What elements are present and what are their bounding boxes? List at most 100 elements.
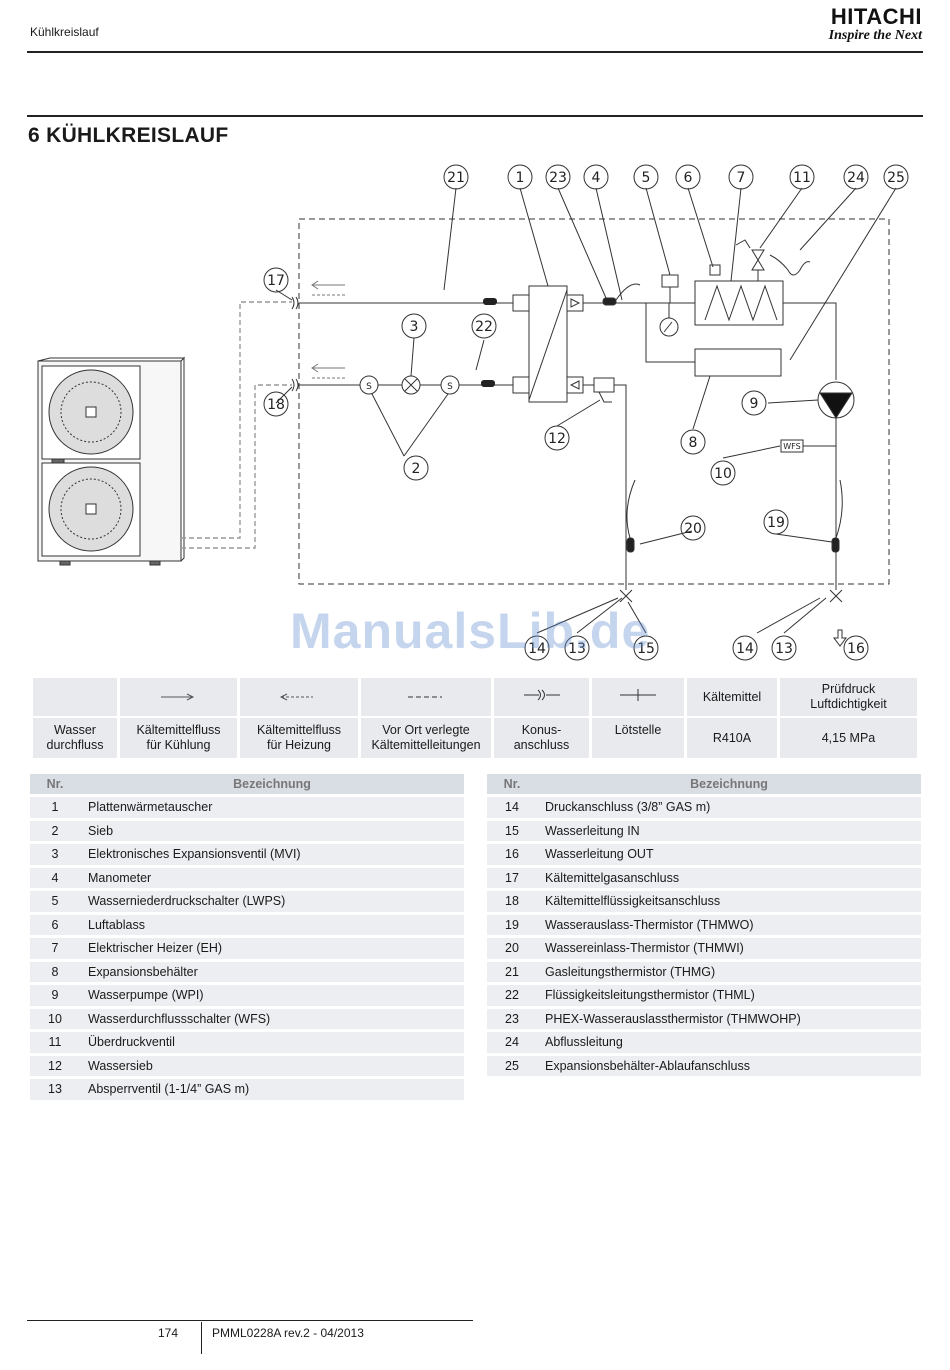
legend-refrigerant-value: R410A [687,718,777,758]
part-number: 25 [487,1055,537,1076]
part-description: Sieb [80,820,464,841]
part-description: Elektrischer Heizer (EH) [80,938,464,959]
part-description: Manometer [80,867,464,888]
part-description: Expansionsbehälter [80,961,464,982]
callout-numbers: 21 1 23 4 5 6 7 11 24 25 17 3 22 18 9 12… [267,170,905,657]
strainer-label-left: S [366,382,372,392]
cooling-arrow-icon [160,693,194,700]
part-number: 19 [487,914,537,935]
flare-connection-icon [523,689,560,701]
header-rule [27,51,923,53]
col-nr: Nr. [30,774,80,794]
callout-3: 3 [410,319,419,335]
part-number: 13 [30,1079,80,1100]
callout-4: 4 [592,170,601,186]
part-description: Expansionsbehälter-Ablaufanschluss [537,1055,921,1076]
callout-11: 11 [793,170,811,186]
page-number: 174 [158,1326,179,1340]
part-number: 7 [30,938,80,959]
part-description: Wasserleitung IN [537,820,921,841]
callout-6: 6 [684,170,693,186]
part-number: 24 [487,1032,537,1053]
dashed-line-icon [408,696,442,697]
col-desc: Bezeichnung [537,774,921,794]
callout-10: 10 [714,466,732,482]
callout-2: 2 [412,461,421,477]
heating-arrow-icon [279,693,313,700]
part-description: Wassersieb [80,1055,464,1076]
brand-tagline: Inspire the Next [828,28,922,43]
callout-25: 25 [887,170,905,186]
refrigerant-circuit-diagram: 21 1 23 4 5 6 7 11 24 25 17 3 22 18 9 12… [37,164,909,661]
legend-label-flare: Konus- anschluss [494,718,589,758]
part-number: 15 [487,820,537,841]
brazing-point-icon [620,689,656,701]
part-number: 2 [30,820,80,841]
part-number: 23 [487,1008,537,1029]
callout-23: 23 [549,170,567,186]
part-number: 4 [30,867,80,888]
col-nr: Nr. [487,774,537,794]
strainer-label-right: S [447,382,453,392]
part-number: 16 [487,844,537,865]
part-description: Wasserniederdruckschalter (LWPS) [80,891,464,912]
part-description: Kältemittelflüssigkeitsanschluss [537,891,921,912]
part-description: Wasserleitung OUT [537,844,921,865]
legend-cooling-flow-symbol [120,678,237,716]
part-description: Flüssigkeitsleitungsthermistor (THML) [537,985,921,1006]
part-description: Gasleitungsthermistor (THMG) [537,961,921,982]
part-number: 20 [487,938,537,959]
part-number: 12 [30,1055,80,1076]
part-number: 9 [30,985,80,1006]
callout-21: 21 [447,170,465,186]
callout-18: 18 [267,397,285,413]
legend-braze-symbol [592,678,684,716]
wfs-label: WFS [783,442,800,451]
callout-13-left: 13 [568,641,586,657]
footer-rule [27,1320,473,1321]
callout-1: 1 [516,170,525,186]
legend-flare-symbol [494,678,589,716]
part-description: Wassereinlass-Thermistor (THMWI) [537,938,921,959]
brand-name: HITACHI [830,4,922,29]
part-description: Kältemittelgasanschluss [537,867,921,888]
legend-heating-flow-symbol [240,678,358,716]
part-description: Abflussleitung [537,1032,921,1053]
callout-14-right: 14 [736,641,754,657]
legend-label-water: Wasser durchfluss [33,718,117,758]
part-number: 11 [30,1032,80,1053]
title-rule [27,115,923,117]
part-description: Absperrventil (1-1/4” GAS m) [80,1079,464,1100]
part-description: PHEX-Wasserauslassthermistor (THMWOHP) [537,1008,921,1029]
part-description: Wasserauslass-Thermistor (THMWO) [537,914,921,935]
callout-16: 16 [847,641,865,657]
callout-15: 15 [637,641,655,657]
callout-8: 8 [689,435,698,451]
legend-pressure-header: Prüfdruck Luftdichtigkeit [780,678,917,716]
legend-pressure-value: 4,15 MPa [780,718,917,758]
part-number: 18 [487,891,537,912]
part-number: 14 [487,797,537,818]
part-number: 1 [30,797,80,818]
legend-field-pipe-symbol [361,678,491,716]
legend-refrigerant-header: Kältemittel [687,678,777,716]
page-title: 6 KÜHLKREISLAUF [28,124,229,147]
part-number: 17 [487,867,537,888]
